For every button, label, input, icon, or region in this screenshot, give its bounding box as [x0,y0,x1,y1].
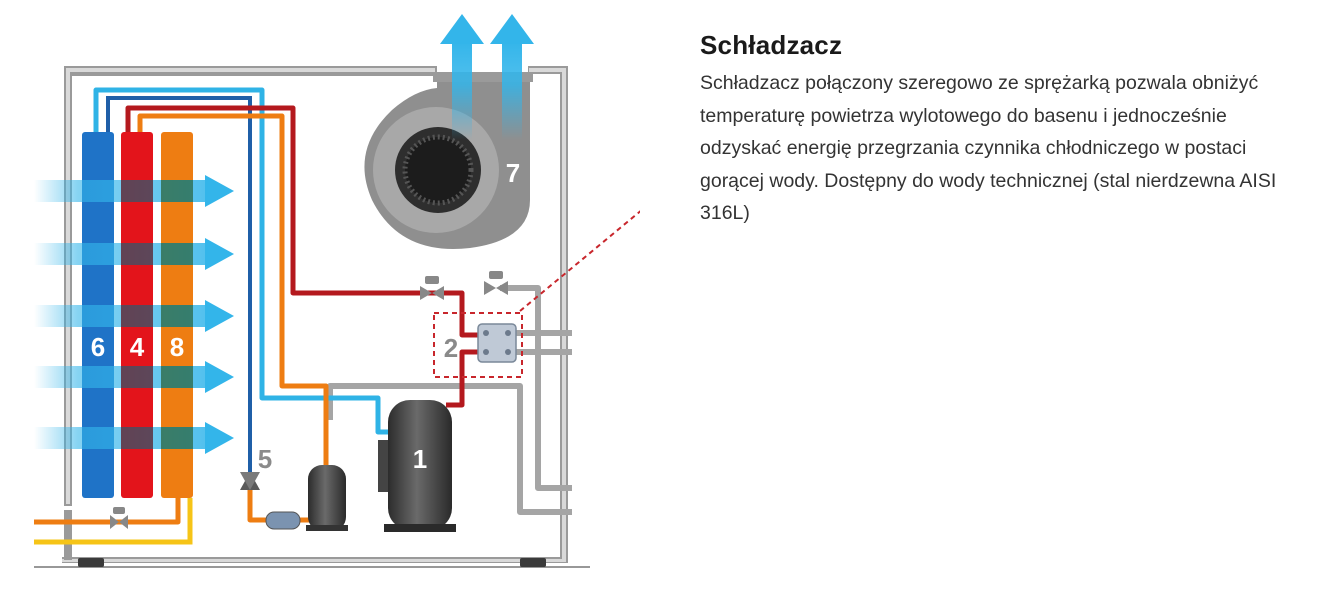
filter-drier [265,511,301,530]
arrow-up-icon [440,14,534,140]
receiver-tank [306,465,348,531]
component-labels: 6 4 8 2 7 5 1 [91,158,520,474]
red-pipe [125,105,482,408]
unit-housing [34,66,590,568]
desuperheater-highlight [433,210,640,378]
panel-title: Schładzacz [700,30,843,60]
description-panel: Schładzacz Schładzacz połączony szeregow… [700,30,1320,230]
label-8: 8 [170,332,184,362]
panel-description: Schładzacz połączony szeregowo ze spręża… [700,72,1277,224]
valve-icon [110,271,508,529]
label-6: 6 [91,332,105,362]
label-1: 1 [413,444,427,474]
label-4: 4 [130,332,145,362]
heat-pump-diagram: 6 4 8 2 7 5 1 [34,14,640,568]
fan-icon [364,72,533,249]
label-5: 5 [258,444,272,474]
orange-pipe [34,113,329,525]
arrow-right-icon [34,175,234,454]
label-2: 2 [444,333,458,363]
compressor-icon [378,400,456,532]
dark-blue-pipe [106,96,252,472]
yellow-pipe [34,498,193,545]
blue-pipe [93,87,388,435]
label-7: 7 [506,158,520,188]
